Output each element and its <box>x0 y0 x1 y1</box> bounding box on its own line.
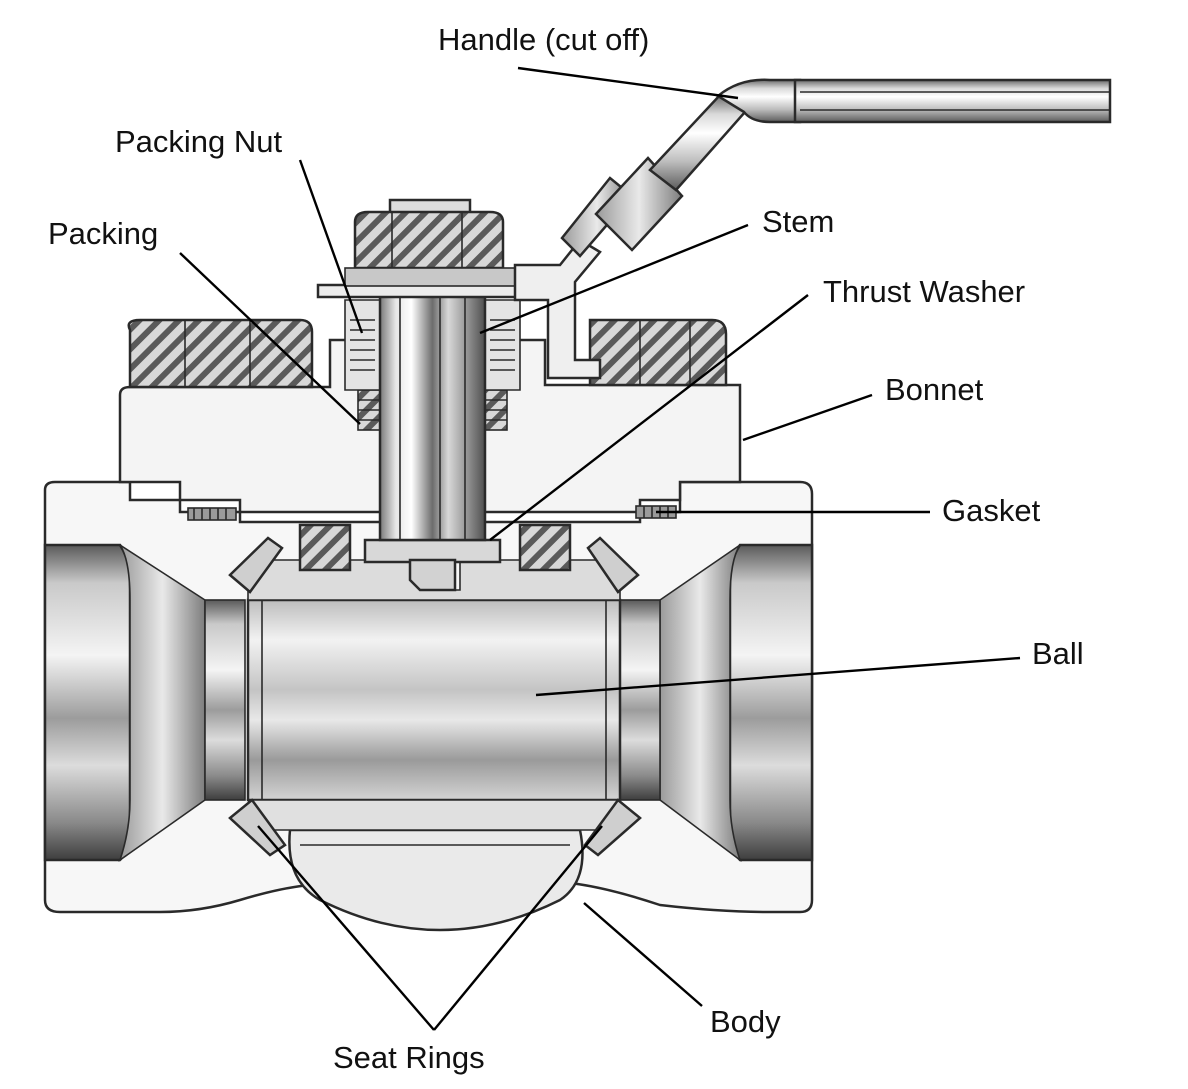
handle <box>513 78 1112 380</box>
label-stem: Stem <box>762 204 834 239</box>
handle-grip <box>793 78 1112 124</box>
thrust-washer <box>298 523 572 572</box>
gasket <box>187 505 677 521</box>
leader-body <box>583 902 703 1007</box>
bonnet-bolt-left <box>127 318 314 389</box>
ball <box>246 559 622 831</box>
leader-stem <box>479 223 749 335</box>
label-thrust-washer: Thrust Washer <box>823 274 1025 309</box>
label-handle: Handle (cut off) <box>438 22 649 57</box>
left-port <box>43 543 132 862</box>
labels: Handle (cut off) Packing Nut Packing Ste… <box>48 22 1084 1075</box>
packing <box>357 389 508 431</box>
leader-seat-rings-right <box>433 825 603 1031</box>
label-bonnet: Bonnet <box>885 372 984 407</box>
leader-handle <box>517 66 739 100</box>
leader-thrust-washer <box>489 294 809 541</box>
right-port <box>728 543 814 862</box>
packing-nut <box>344 299 521 391</box>
label-gasket: Gasket <box>942 493 1041 528</box>
seat-ring-upper-right <box>586 536 640 594</box>
seat-ring-upper-left <box>228 536 284 594</box>
stem-nut <box>316 198 560 299</box>
leader-ball <box>535 656 1021 697</box>
leader-packing <box>179 252 361 425</box>
leader-lines <box>179 66 1021 1031</box>
leader-bonnet <box>742 393 873 442</box>
label-packing: Packing <box>48 216 158 251</box>
label-body: Body <box>710 1004 781 1039</box>
label-ball: Ball <box>1032 636 1084 671</box>
stem <box>378 288 487 592</box>
label-seat-rings: Seat Rings <box>333 1040 485 1075</box>
leader-seat-rings-left <box>257 825 435 1031</box>
label-packing-nut: Packing Nut <box>115 124 283 159</box>
leader-packing-nut <box>298 159 364 334</box>
bonnet-bolt-right <box>588 318 728 387</box>
